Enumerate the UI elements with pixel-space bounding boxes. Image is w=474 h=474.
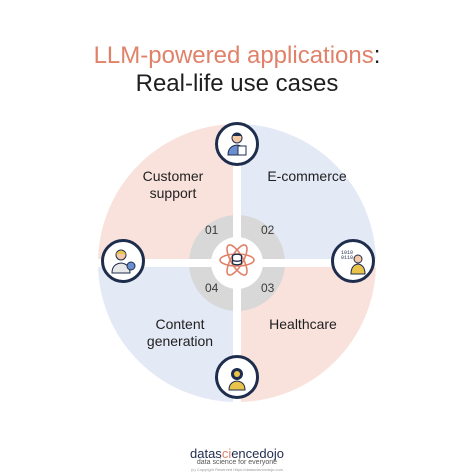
customer-support-agent-icon xyxy=(215,122,259,166)
number-01: 01 xyxy=(205,223,219,237)
label-customer-support: Customer support xyxy=(133,168,213,202)
quadrant-customer-support xyxy=(98,124,237,263)
database-icon xyxy=(231,253,243,266)
title-line-2: Real-life use cases xyxy=(135,70,339,97)
label-content-generation-line2: generation xyxy=(146,333,214,349)
brand-part2: ci xyxy=(221,446,232,461)
label-healthcare: Healthcare xyxy=(269,316,337,332)
quadrant-content-generation xyxy=(98,263,237,402)
ecommerce-shopper-icon: 1010 0110 xyxy=(331,239,375,283)
brand-part1: datas xyxy=(190,446,222,461)
label-content-generation-line1: Content xyxy=(155,316,205,332)
healthcare-doctor-icon xyxy=(101,239,145,283)
quadrant-healthcare xyxy=(237,263,376,402)
label-customer-support-line1: Customer xyxy=(142,168,204,184)
label-content-generation: Content generation xyxy=(135,316,225,350)
brand-part3: encedojo xyxy=(231,446,284,461)
quadrant-ecommerce xyxy=(237,124,376,263)
title-line-1: LLM-powered applications: xyxy=(0,42,474,70)
svg-text:1010: 1010 xyxy=(341,250,353,256)
label-ecommerce: E-commerce xyxy=(267,168,347,184)
brand-tagline: data science for everyone xyxy=(196,459,278,466)
number-04: 04 xyxy=(205,281,219,295)
title-main: LLM-powered applications xyxy=(93,42,374,69)
brand-logo: datasciencedojo xyxy=(0,446,474,461)
number-02: 02 xyxy=(261,223,275,237)
title-colon: : xyxy=(373,42,381,69)
content-generation-ai-icon xyxy=(215,355,259,399)
svg-text:0110: 0110 xyxy=(341,255,353,261)
number-03: 03 xyxy=(261,281,275,295)
copyright-text: (c) Copyright Reserved https://datascien… xyxy=(191,467,283,472)
label-customer-support-line2: support xyxy=(149,185,197,201)
